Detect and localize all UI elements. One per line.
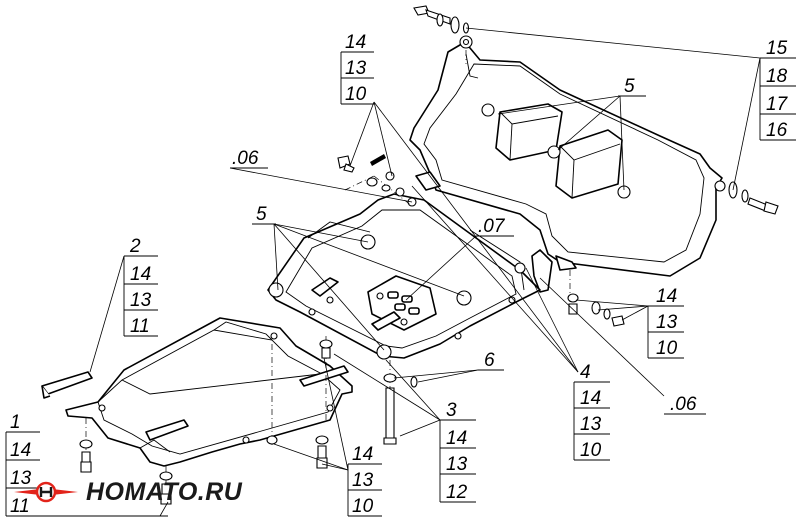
callout-label: 13: [352, 470, 374, 491]
callout-14-13-10-right: 14 13 10: [647, 286, 684, 359]
callout-label: 13: [446, 454, 468, 475]
callout-label: 12: [446, 482, 468, 503]
callout-07: .07: [476, 216, 514, 237]
logo-text: HOMATO.RU: [86, 477, 243, 506]
callout-label: 18: [766, 66, 788, 87]
callout-label: 15: [766, 38, 788, 59]
callout-label: 13: [345, 58, 367, 79]
callout-14-13-10-top: 14 13 10: [340, 32, 374, 105]
callout-label: 13: [656, 312, 678, 333]
callout-label: .07: [478, 216, 506, 237]
callout-label: 16: [766, 120, 788, 141]
middle-engine-plate: [267, 187, 541, 360]
callout-label: 6: [484, 350, 495, 371]
callout-label: 2: [129, 236, 141, 257]
leader-lines: [89, 27, 761, 517]
callout-label: 14: [352, 444, 373, 465]
callout-label: 10: [352, 496, 374, 517]
callout-3-14-13-12: 3 14 13 12: [439, 400, 476, 503]
callout-labels: 14 13 10 15 18 17 16 5 .06 5: [5, 32, 796, 517]
callout-label: 11: [10, 496, 30, 517]
callout-label: 14: [345, 32, 366, 53]
callout-label: 13: [10, 468, 32, 489]
front-shield-plate: [409, 35, 726, 293]
callout-5-upper: 5: [618, 76, 646, 97]
top-bolt-set: [413, 5, 470, 34]
callout-label: 14: [580, 388, 601, 409]
callout-15-18-17-16: 15 18 17 16: [759, 38, 796, 141]
callout-06-upper: .06: [230, 148, 268, 169]
callout-5-middle: 5: [252, 204, 276, 225]
callout-2-14-13-11: 2 14 13 11: [123, 236, 158, 337]
callout-label: 10: [580, 440, 602, 461]
callout-label: 14: [10, 440, 31, 461]
loose-hardware: [79, 154, 625, 505]
callout-label: 17: [766, 94, 789, 115]
callout-label: .06: [670, 394, 697, 415]
right-bolt-set: [728, 181, 779, 215]
site-logo: HOMATO.RU: [10, 475, 242, 509]
callout-label: 10: [656, 338, 678, 359]
callout-label: 13: [130, 290, 152, 311]
callout-label: 13: [580, 414, 602, 435]
callout-06-lower: .06: [664, 394, 706, 415]
callout-label: 5: [624, 76, 635, 97]
callout-label: 5: [256, 204, 267, 225]
callout-label: 1: [10, 412, 21, 433]
callout-6: 6: [478, 350, 504, 371]
callout-label: 14: [130, 264, 151, 285]
callout-label: 10: [345, 84, 367, 105]
callout-label: 3: [446, 400, 457, 421]
callout-label: .06: [232, 148, 259, 169]
callout-label: 14: [656, 286, 677, 307]
logo-emblem-icon: [14, 481, 78, 503]
callout-14-13-10-bottom: 14 13 10: [347, 444, 382, 517]
callout-label: 11: [130, 316, 150, 337]
callout-label: 14: [446, 428, 467, 449]
callout-1-14-13-11: 1 14 13 11: [5, 412, 168, 517]
callout-label: 4: [580, 362, 591, 383]
callout-4-14-13-10: 4 14 13 10: [573, 362, 610, 461]
lower-front-plate: [41, 317, 353, 467]
